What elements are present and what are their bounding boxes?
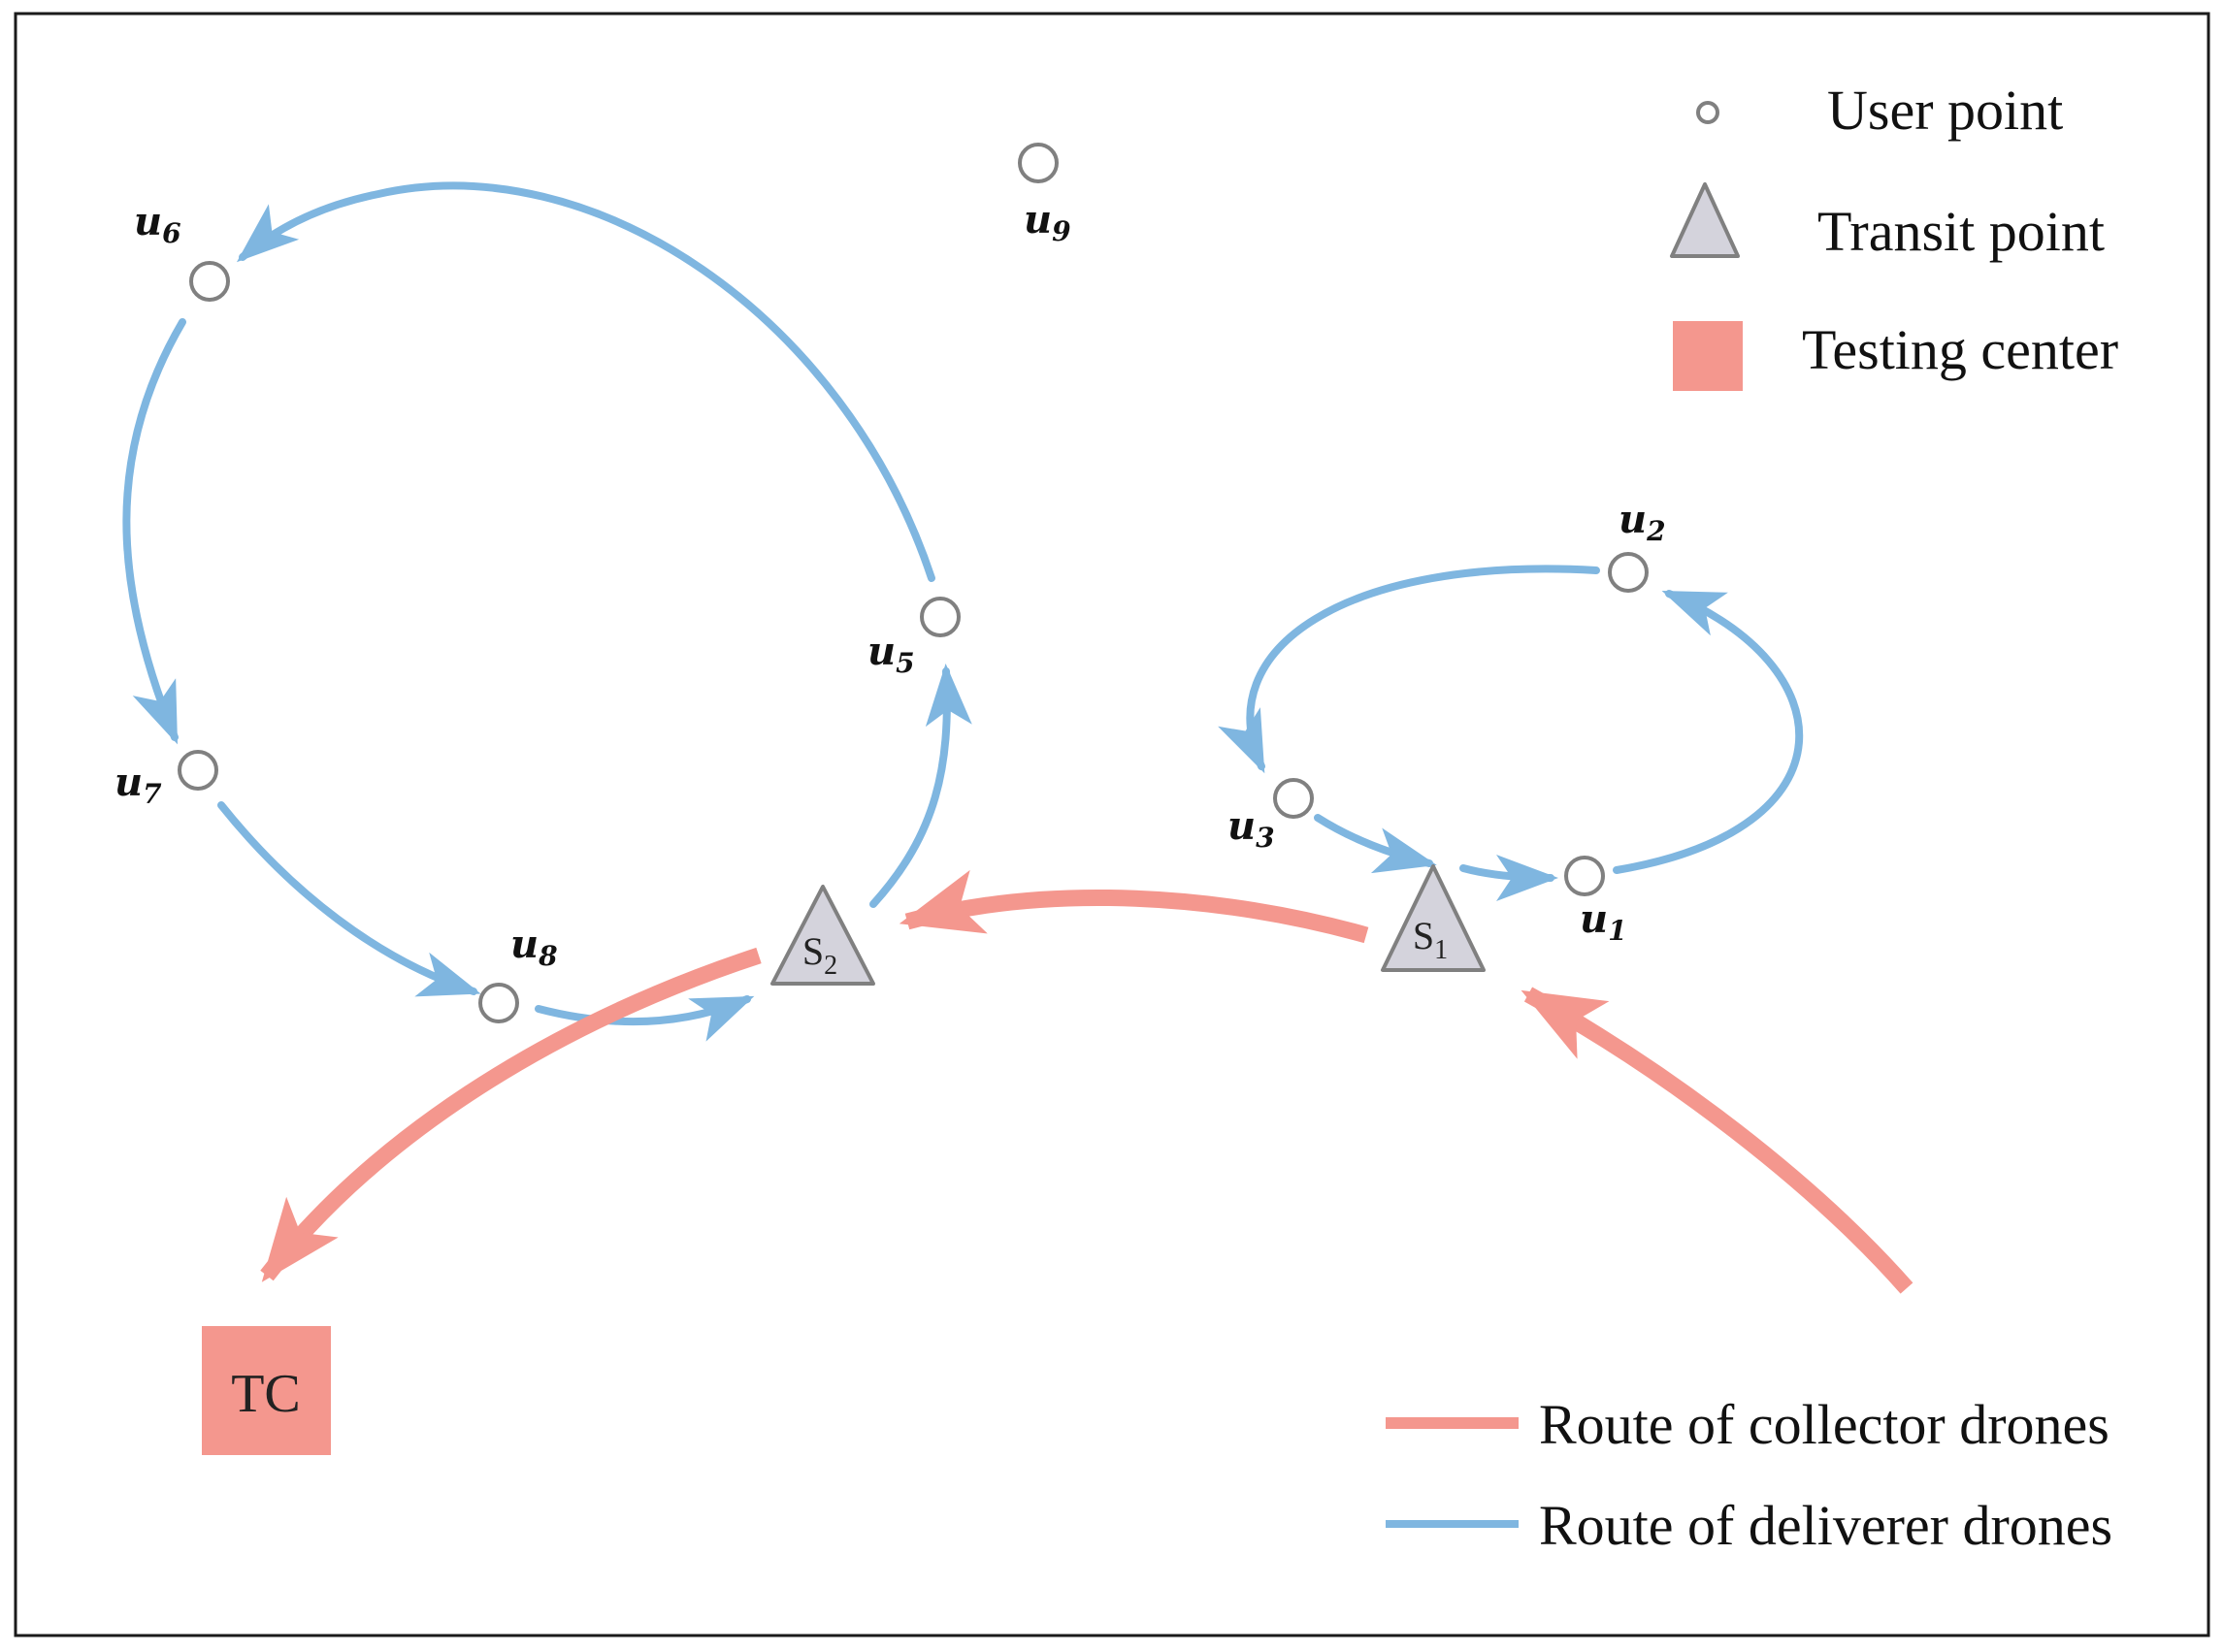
user-point-u5 (920, 597, 961, 637)
legend-deliverer-route-label: Route of deliverer drones (1539, 1494, 2112, 1557)
user-point-u3 (1273, 778, 1314, 819)
collector-route-s2-tc (260, 947, 762, 1282)
testing-center-label: TC (231, 1364, 301, 1424)
route-legend: Route of collector drones Route of deliv… (1386, 1393, 2112, 1557)
legend-user-point-icon (1696, 101, 1719, 124)
deliverer-route-u8-s2 (535, 995, 755, 1042)
deliverer-route-u6-u7 (122, 318, 186, 745)
legend-testing-center-icon (1673, 321, 1743, 391)
transit-triangle-s2 (770, 885, 875, 986)
user-point-u8 (478, 983, 519, 1023)
legend-collector-route-label: Route of collector drones (1539, 1393, 2110, 1456)
user-label-u7: u7 (114, 760, 162, 810)
legend-testing-center-label: Testing center (1802, 318, 2118, 381)
collector-routes (260, 869, 1913, 1294)
diagram-frame (14, 12, 2210, 1637)
deliverer-route-u5-u6 (236, 181, 935, 582)
user-label-u1: u1 (1580, 896, 1627, 947)
deliverer-route-s2-u5 (869, 664, 972, 908)
transit-triangle-s1 (1381, 864, 1486, 972)
deliverer-route-s1-u1 (1459, 854, 1558, 901)
user-label-u3: u3 (1227, 803, 1275, 854)
legend-transit-point-label: Transit point (1817, 200, 2105, 263)
transit-point-s2: S2 (770, 885, 875, 986)
testing-center-node: TC (202, 1326, 331, 1455)
transit-label-s2: S2 (802, 929, 837, 981)
deliverer-route-u7-u8 (217, 801, 481, 997)
user-point-u1 (1564, 856, 1605, 896)
deliverer-route-u3-s1 (1314, 814, 1437, 874)
user-point-u2 (1608, 552, 1649, 593)
user-label-u5: u5 (867, 629, 915, 679)
user-point-u9 (1018, 143, 1059, 183)
collector-route-inbound-s1 (1521, 987, 1913, 1294)
testing-center-square (202, 1326, 331, 1455)
collector-route-s1-s2 (899, 869, 1369, 944)
user-label-u6: u6 (134, 199, 181, 249)
deliverer-routes (122, 181, 1804, 1042)
node-legend: User point Transit point Testing center (1670, 79, 2118, 391)
transit-point-s1: S1 (1381, 864, 1486, 972)
transit-label-s1: S1 (1413, 914, 1448, 965)
user-label-u2: u2 (1619, 497, 1666, 547)
user-label-u9: u9 (1024, 197, 1071, 247)
user-label-u8: u8 (510, 922, 558, 972)
user-point-u6 (189, 261, 230, 302)
user-point-u7 (178, 750, 218, 791)
deliverer-route-u2-u3 (1218, 565, 1600, 774)
legend-transit-point-icon (1670, 182, 1740, 258)
deliverer-route-u1-u2 (1613, 590, 1804, 874)
legend-user-point-label: User point (1827, 79, 2063, 142)
user-points (178, 143, 1649, 1023)
user-point-labels: u1 u2 u3 u5 u6 u7 u8 u9 (114, 197, 1666, 972)
